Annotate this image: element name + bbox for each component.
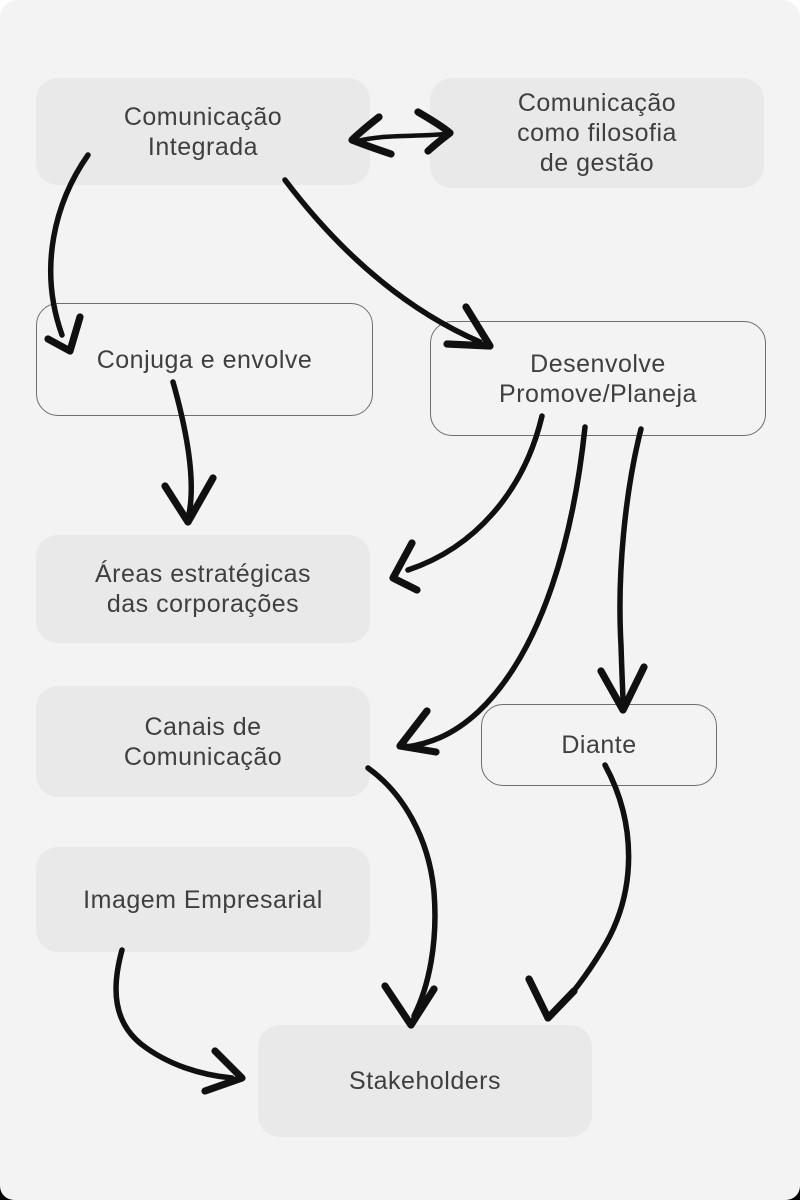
node-conjuga-e-envolve: Conjuga e envolve — [36, 303, 373, 416]
node-label: Stakeholders — [349, 1067, 501, 1095]
node-canais-de-comunicacao: Canais de Comunicação — [36, 686, 370, 797]
node-label: Canais de — [144, 712, 262, 741]
edge-desenvolve-diante-arrow — [597, 426, 648, 714]
node-label: Diante — [561, 731, 637, 759]
node-label: Desenvolve — [530, 349, 666, 378]
node-label: como filosofia — [517, 119, 677, 147]
node-label: Imagem Empresarial — [83, 885, 323, 914]
node-label: Promove/Planeja — [499, 379, 697, 408]
edge-canais-stakeholders-arrow — [365, 765, 438, 1029]
node-label: Conjuga e envolve — [96, 345, 313, 374]
node-comunicacao-como-filosofia: Comunicação como filosofia de gestão — [430, 78, 764, 188]
node-label: Comunicação — [517, 89, 677, 117]
node-diante: Diante — [481, 704, 717, 786]
node-desenvolve-promove-planeja: Desenvolve Promove/Planeja — [430, 321, 766, 436]
node-label: Comunicação — [123, 742, 283, 771]
node-areas-estrategicas: Áreas estratégicas das corporações — [36, 535, 370, 643]
edge-desenvolve-areas-arrow — [389, 413, 545, 594]
node-label: Comunicação — [123, 102, 283, 131]
node-imagem-empresarial: Imagem Empresarial — [36, 847, 370, 952]
edge-diante-stakeholders-arrow — [525, 762, 632, 1022]
edge-imagem-stakeholders-arrow — [113, 947, 246, 1095]
node-label: das corporações — [106, 590, 300, 618]
node-comunicacao-integrada: Comunicação Integrada — [36, 78, 370, 185]
node-label: Áreas estratégicas — [94, 560, 312, 588]
node-label: Integrada — [147, 132, 259, 161]
node-label: de gestão — [539, 149, 655, 177]
node-stakeholders: Stakeholders — [258, 1025, 592, 1137]
